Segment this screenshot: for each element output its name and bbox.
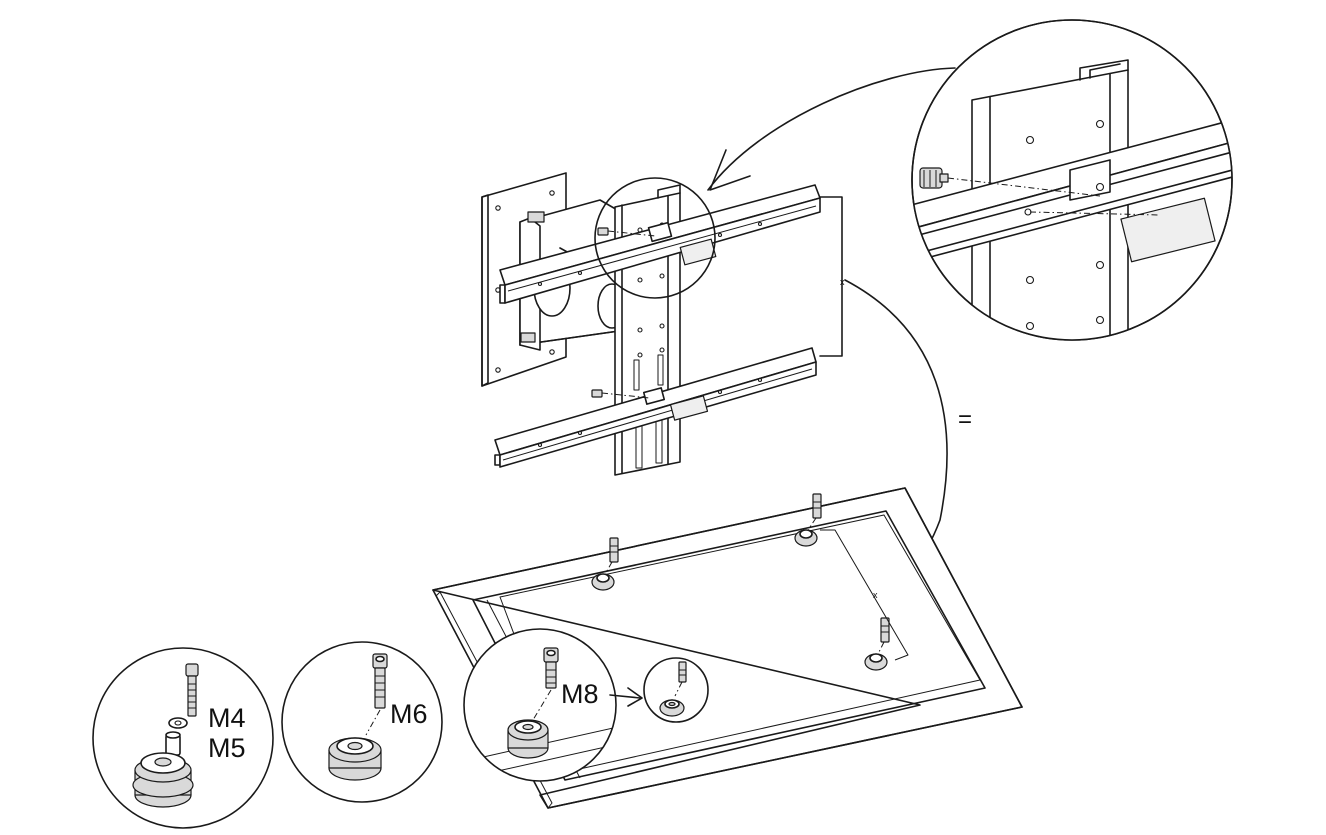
upper-rail bbox=[499, 184, 821, 304]
rail-spacing-dimension: x bbox=[819, 196, 845, 357]
dimension-x-bottom: x bbox=[873, 590, 878, 600]
label-m4: M4 bbox=[208, 703, 246, 733]
tv-screw-top-left bbox=[591, 537, 619, 591]
tv-screw-top-right bbox=[794, 493, 822, 547]
label-m8: M8 bbox=[561, 679, 599, 709]
tv-hole-spacing-dimension: x bbox=[820, 529, 909, 661]
detail-circle-small bbox=[594, 177, 716, 299]
label-m6: M6 bbox=[390, 699, 428, 729]
wall-mount-bracket: x bbox=[481, 172, 845, 476]
lower-rail bbox=[494, 347, 817, 468]
tv-screw-bottom-right bbox=[864, 617, 890, 671]
detail-m4-m5: M4 M5 bbox=[92, 647, 274, 829]
detail-m8: M8 bbox=[463, 628, 643, 782]
dimension-x-top: x bbox=[840, 277, 845, 287]
detail-callout-arrow bbox=[707, 67, 956, 191]
label-m5: M5 bbox=[208, 733, 246, 763]
detail-screw-small bbox=[643, 657, 709, 723]
bracket-screws bbox=[591, 227, 656, 399]
detail-m6: M6 bbox=[281, 641, 443, 803]
equal-sign: = bbox=[958, 406, 972, 433]
detail-circle-large bbox=[911, 19, 1233, 341]
